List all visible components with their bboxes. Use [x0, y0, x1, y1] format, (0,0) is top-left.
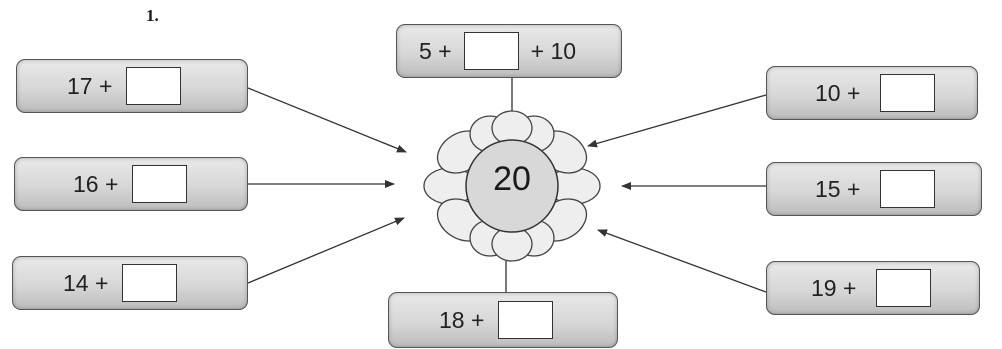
flower-center [465, 139, 559, 233]
card-top: 5 + + 10 [396, 24, 622, 78]
term-14: 14 + [63, 269, 109, 296]
answer-box-17[interactable] [126, 67, 182, 105]
card-right-bottom: 19 + [766, 261, 980, 315]
answer-box-16[interactable] [132, 165, 188, 203]
term-19: 19 + [811, 274, 857, 301]
term-16: 16 + [73, 170, 119, 197]
term-15: 15 + [815, 175, 861, 202]
arrow-left-top [247, 87, 407, 153]
term-plus-10: + 10 [530, 37, 577, 64]
arrow-left-bottom [247, 217, 405, 284]
answer-box-top[interactable] [463, 32, 519, 70]
answer-box-19[interactable] [876, 269, 932, 307]
card-left-top: 17 + [16, 59, 248, 113]
exercise-number: 1. [146, 6, 159, 25]
term-10: 10 + [815, 79, 861, 106]
flower-petals [423, 110, 601, 262]
card-left-bottom: 14 + [12, 256, 248, 310]
answer-box-15[interactable] [880, 170, 936, 208]
card-bottom: 18 + [388, 292, 618, 348]
arrow-right-top [587, 94, 767, 148]
term-17: 17 + [67, 72, 113, 99]
term-18: 18 + [439, 306, 485, 333]
arrow-right-bottom [597, 229, 767, 293]
target-number: 20 [493, 160, 531, 198]
answer-box-10[interactable] [880, 74, 936, 112]
card-right-mid: 15 + [766, 162, 982, 216]
answer-box-18[interactable] [498, 301, 554, 339]
answer-box-14[interactable] [122, 264, 178, 302]
card-right-top: 10 + [766, 66, 978, 120]
term-5: 5 + [419, 37, 452, 64]
card-left-mid: 16 + [14, 157, 248, 211]
